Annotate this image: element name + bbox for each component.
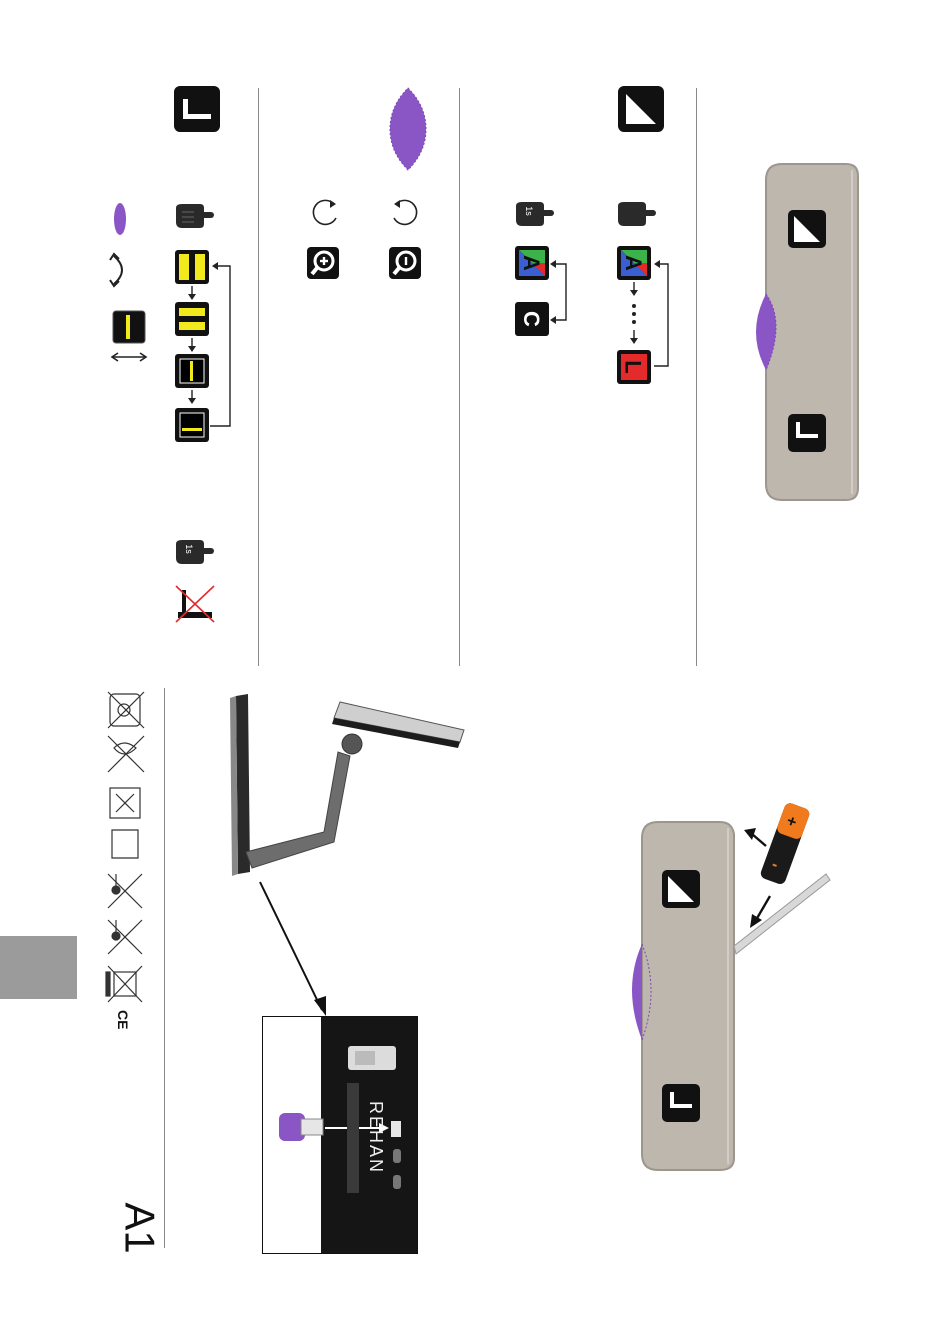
rotate-arrow-icon xyxy=(108,252,132,288)
scroll-wheel-icon xyxy=(113,202,127,236)
mode-button-icon xyxy=(174,86,220,132)
zoom-out-icon xyxy=(388,246,422,280)
contrast-button-icon xyxy=(618,86,664,132)
page-label-a1: A1 xyxy=(108,1196,168,1256)
camera-stand-illustration xyxy=(228,692,468,882)
color-mode-first-letter: A xyxy=(518,255,544,271)
svg-text:CE: CE xyxy=(115,1010,131,1029)
section-divider-3 xyxy=(696,88,697,666)
color-mode-custom-letter: C xyxy=(518,311,544,327)
no-line-icon xyxy=(174,584,216,624)
section-divider-2 xyxy=(459,88,460,666)
color-mode-a-letter: A xyxy=(620,255,646,271)
scroll-wheel-large-icon xyxy=(388,86,428,172)
rotate-cw-icon xyxy=(388,198,422,228)
press-icon-2 xyxy=(616,200,658,228)
line-mode-cycle-icon xyxy=(174,250,238,446)
rear-panel-detail: REHAN xyxy=(262,1016,418,1254)
bottom-divider xyxy=(164,688,165,1248)
rotate-ccw-icon xyxy=(308,198,342,228)
usb-plug-icon xyxy=(277,1109,325,1145)
detail-pointer-arrow xyxy=(256,878,332,1018)
usb-port xyxy=(391,1121,401,1137)
brand-label: REHAN xyxy=(359,1097,399,1177)
section-divider-1 xyxy=(258,88,259,666)
section-tab xyxy=(0,936,77,999)
reading-line-icon xyxy=(112,310,146,344)
color-cycle-icon: A L xyxy=(616,246,676,386)
power-switch-icon xyxy=(347,1045,397,1071)
zoom-in-icon xyxy=(306,246,340,280)
controller-device xyxy=(742,160,862,504)
press-icon xyxy=(174,202,216,230)
hold-duration-label-2: 1s xyxy=(524,206,534,216)
label-sticker xyxy=(347,1083,359,1193)
controller-battery-view: + - xyxy=(616,794,846,1174)
port-1 xyxy=(393,1149,401,1163)
color-mode-last-letter: L xyxy=(620,360,646,373)
hold-1s-icon: 1s xyxy=(174,538,216,566)
page-number-label: A1 xyxy=(116,1202,164,1253)
hold-duration-label: 1s xyxy=(184,544,194,554)
brand-text: REHAN xyxy=(365,1101,386,1174)
hold-1s-icon-2: 1s xyxy=(514,200,556,228)
line-move-arrow-icon xyxy=(110,350,148,364)
regulatory-symbols: CE xyxy=(102,688,150,1038)
custom-color-toggle-icon: A C xyxy=(514,246,574,338)
port-2 xyxy=(393,1175,401,1189)
